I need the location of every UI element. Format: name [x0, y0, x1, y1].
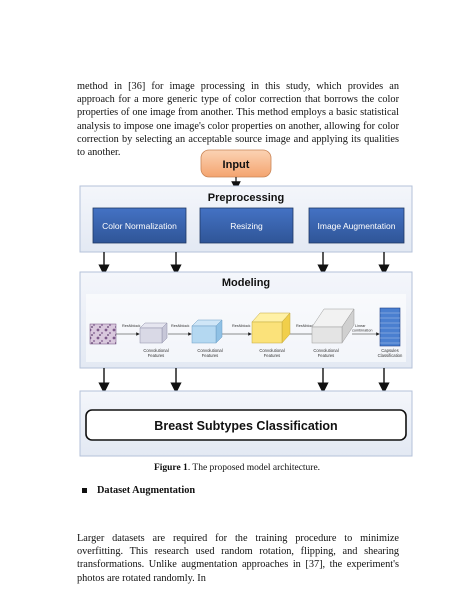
- bullet-icon: [82, 488, 87, 493]
- capsules-column: [379, 307, 401, 347]
- architecture-figure: Input Preprocessing Color Normalization …: [79, 149, 413, 457]
- color-normalization-step: [92, 207, 187, 244]
- image-augmentation-step: [308, 207, 405, 244]
- linear-combination-line-1: Linear: [355, 324, 366, 328]
- figure-caption: Figure 1. The proposed model architectur…: [0, 463, 474, 473]
- image-augmentation-label: Image Augmentation: [318, 221, 396, 231]
- resnblock-label-2: ResNblock: [171, 324, 189, 328]
- modeling-to-output-arrows: [98, 368, 390, 394]
- linear-combination-line-2: combination: [352, 329, 372, 333]
- resizing-label: Resizing: [230, 221, 263, 231]
- section-heading: Dataset Augmentation: [97, 485, 196, 496]
- intro-paragraph: method in [36] for image processing in t…: [77, 81, 399, 159]
- feature-cube-4: [311, 308, 355, 344]
- output-box: [85, 409, 407, 441]
- resnblock-label-4: ResNblock: [296, 324, 314, 328]
- preprocessing-to-modeling-arrows: [98, 252, 390, 276]
- linear-combination-label: Linear combination: [352, 324, 372, 333]
- feature-cube-1: [139, 322, 168, 344]
- modeling-inner-area: [86, 294, 406, 362]
- feature-cube-2: [191, 319, 223, 344]
- section-paragraph: Larger datasets are required for the tra…: [77, 533, 399, 584]
- modeling-title: Modeling: [222, 277, 270, 289]
- caption-text: . The proposed model architecture.: [187, 463, 321, 473]
- input-tissue-image: [89, 323, 117, 345]
- color-normalization-label: Color Normalization: [102, 221, 177, 231]
- preprocessing-title: Preprocessing: [208, 192, 284, 204]
- section-heading-row: Dataset Augmentation: [82, 485, 195, 496]
- feature-cube-3: [251, 312, 291, 344]
- resnblock-label-1: ResNblock: [122, 324, 140, 328]
- resizing-step: [199, 207, 294, 244]
- output-label: Breast Subtypes Classification: [154, 419, 337, 433]
- resnblock-label-3: ResNblock: [232, 324, 250, 328]
- caption-prefix: Figure 1: [153, 463, 188, 473]
- input-label: Input: [223, 159, 250, 171]
